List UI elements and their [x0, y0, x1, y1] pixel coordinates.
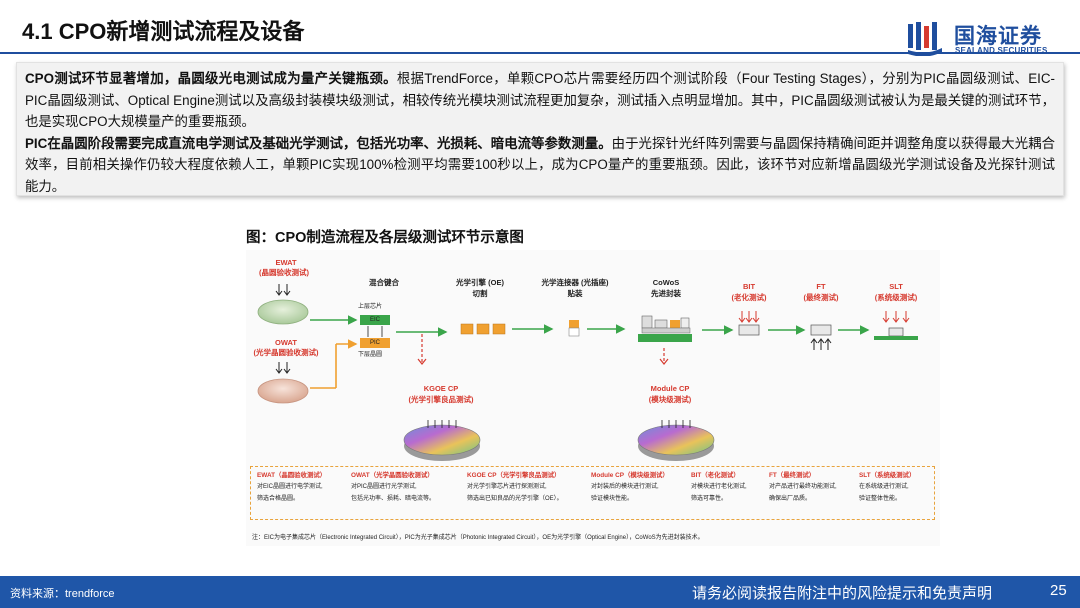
- header-divider: [0, 52, 1080, 54]
- sealand-logo: 国海证券 SEALAND SECURITIES: [906, 18, 1066, 58]
- disclaimer-text: 请务必阅读报告附注中的风险提示和免责声明: [692, 585, 993, 602]
- oe-cut-label-1: 光学引擎 (OE): [456, 278, 504, 287]
- legend-desc: 确保出厂品质。: [769, 496, 812, 502]
- hybrid-bond-label: 混合键合: [369, 278, 399, 287]
- legend-heading: Module CP（模块级测试）: [591, 472, 669, 479]
- summary-p2-body: 由于光探针光纤阵列需要与晶圆保持精确间距并调整角度以获得最大光耦合效率，目前相关…: [25, 135, 1056, 194]
- legend-desc: 对产品进行最终功能测试,: [769, 484, 837, 490]
- ewat-sublabel: (晶圆验收测试): [259, 268, 309, 277]
- bit-sublabel: (老化测试): [731, 293, 767, 302]
- legend-desc: 对PIC晶圆进行光学测试,: [351, 484, 417, 490]
- cowos-label-1: CoWoS: [652, 278, 680, 287]
- legend-desc: 筛选合格晶圆。: [257, 496, 300, 502]
- legend-item-ewat: EWAT（晶圆验收测试） 对EIC晶圆进行电学测试, 筛选合格晶圆。: [257, 471, 326, 505]
- page-number: 25: [1050, 582, 1067, 599]
- legend-desc: 对封装后的模块进行测试,: [591, 484, 659, 490]
- lower-wafer-label: 下层晶圆: [358, 352, 383, 358]
- owat-label: OWAT: [275, 338, 297, 347]
- legend-item-bit: BIT（老化测试） 对模块进行老化测试, 筛选可靠性。: [691, 471, 747, 505]
- summary-p1-body: 根据TrendForce，单颗CPO芯片需要经历四个测试阶段（Four Test…: [25, 71, 1055, 130]
- legend-desc: 筛选可靠性。: [691, 496, 728, 502]
- sealand-logo-icon: [908, 22, 942, 56]
- kgoe-cp-sublabel: (光学引擎良品测试): [408, 395, 474, 404]
- upper-chip-label: 上层芯片: [358, 304, 383, 310]
- legend-desc: 对模块进行老化测试,: [691, 484, 747, 490]
- figure-note: 注：EIC为电子集成芯片（Electronic Integrated Circu…: [252, 535, 704, 541]
- footer-bar: 资料来源：trendforce 请务必阅读报告附注中的风险提示和免责声明 25: [0, 576, 1080, 608]
- cowos-package: [638, 334, 692, 342]
- connector-label-2: 贴装: [567, 289, 583, 298]
- eic-label: EIC: [369, 317, 380, 323]
- ewat-wafer: [257, 299, 309, 325]
- summary-paragraph-2: PIC在晶圆阶段需要完成直流电学测试及基础光学测试，包括光功率、光损耗、暗电流等…: [25, 133, 1055, 198]
- legend-desc: 验证模块性能。: [591, 496, 634, 502]
- legend-heading: OWAT（光学晶圆验收测试）: [351, 472, 434, 479]
- figure-title: 图：CPO制造流程及各层级测试环节示意图: [246, 230, 524, 246]
- pic-label: PIC: [369, 340, 380, 346]
- legend-heading: EWAT（晶圆验收测试）: [257, 472, 327, 479]
- eic-chip: [360, 315, 390, 325]
- summary-box: CPO测试环节显著增加，晶圆级光电测试成为量产关键瓶颈。根据TrendForce…: [16, 62, 1064, 196]
- ft-sublabel: (最终测试): [803, 293, 839, 302]
- legend-item-owat: OWAT（光学晶圆验收测试） 对PIC晶圆进行光学测试, 包括光功率、损耗、暗电…: [351, 471, 435, 505]
- source-citation: 资料来源：trendforce: [10, 588, 115, 600]
- logo-chinese-name: 国海证券: [954, 25, 1042, 48]
- owat-wafer: [257, 378, 309, 404]
- summary-p2-lead: PIC在晶圆阶段需要完成直流电学测试及基础光学测试，包括光功率、光损耗、暗电流等…: [25, 135, 612, 151]
- module-cp-label: Module CP: [650, 384, 690, 393]
- legend-desc: 筛选出已知良品的光学引擎（OE）。: [467, 496, 563, 502]
- logo-english-name: SEALAND SECURITIES: [955, 46, 1048, 55]
- slt-sublabel: (系统级测试): [874, 293, 918, 302]
- kgoe-cp-label: KGOE CP: [423, 384, 459, 393]
- legend-item-ft: FT（最终测试） 对产品进行最终功能测试, 确保出厂品质。: [769, 471, 837, 505]
- cowos-label-2: 先进封装: [651, 289, 681, 298]
- legend-desc: 对EIC晶圆进行电学测试,: [257, 484, 323, 490]
- ft-label: FT: [816, 282, 826, 291]
- legend-heading: KGOE CP（光学引擎良品测试）: [467, 472, 561, 479]
- legend-heading: BIT（老化测试）: [691, 472, 740, 479]
- connector-label-1: 光学连接器 (光插座): [541, 278, 609, 287]
- kgoe-cp-wafer: [403, 424, 481, 461]
- bit-label: BIT: [742, 282, 756, 291]
- oe-cut-label-2: 切割: [472, 289, 488, 298]
- legend-heading: FT（最终测试）: [769, 472, 816, 479]
- legend-desc: 包括光功率、损耗、暗电流等。: [351, 496, 436, 502]
- page-title: 4.1 CPO新增测试流程及设备: [22, 19, 305, 44]
- ewat-label: EWAT: [275, 258, 297, 267]
- summary-paragraph-1: CPO测试环节显著增加，晶圆级光电测试成为量产关键瓶颈。根据TrendForce…: [25, 68, 1055, 133]
- cpo-flow-diagram: EWAT (晶圆验收测试) OWAT (光学晶圆验收测试) 混合键合 上层芯片 …: [246, 250, 940, 546]
- flow-graphics: [257, 284, 918, 461]
- owat-sublabel: (光学晶圆验收测试): [253, 348, 319, 357]
- figure-legend: EWAT（晶圆验收测试） 对EIC晶圆进行电学测试, 筛选合格晶圆。 OWAT（…: [250, 466, 935, 520]
- module-cp-wafer: [637, 424, 715, 461]
- legend-desc: 验证整体性能。: [859, 496, 902, 502]
- slt-label: SLT: [889, 282, 903, 291]
- pic-chip: [360, 338, 390, 348]
- module-cp-sublabel: (模块级测试): [648, 395, 692, 404]
- legend-item-slt: SLT（系统级测试） 在系统级进行测试, 验证整体性能。: [859, 471, 915, 505]
- legend-desc: 对光学引擎芯片进行探测测试,: [467, 484, 547, 490]
- legend-item-kgoe: KGOE CP（光学引擎良品测试） 对光学引擎芯片进行探测测试, 筛选出已知良品…: [467, 471, 563, 505]
- legend-item-module-cp: Module CP（模块级测试） 对封装后的模块进行测试, 验证模块性能。: [591, 471, 669, 505]
- legend-heading: SLT（系统级测试）: [859, 472, 916, 479]
- summary-p1-lead: CPO测试环节显著增加，晶圆级光电测试成为量产关键瓶颈。: [25, 71, 397, 86]
- legend-desc: 在系统级进行测试,: [859, 484, 909, 490]
